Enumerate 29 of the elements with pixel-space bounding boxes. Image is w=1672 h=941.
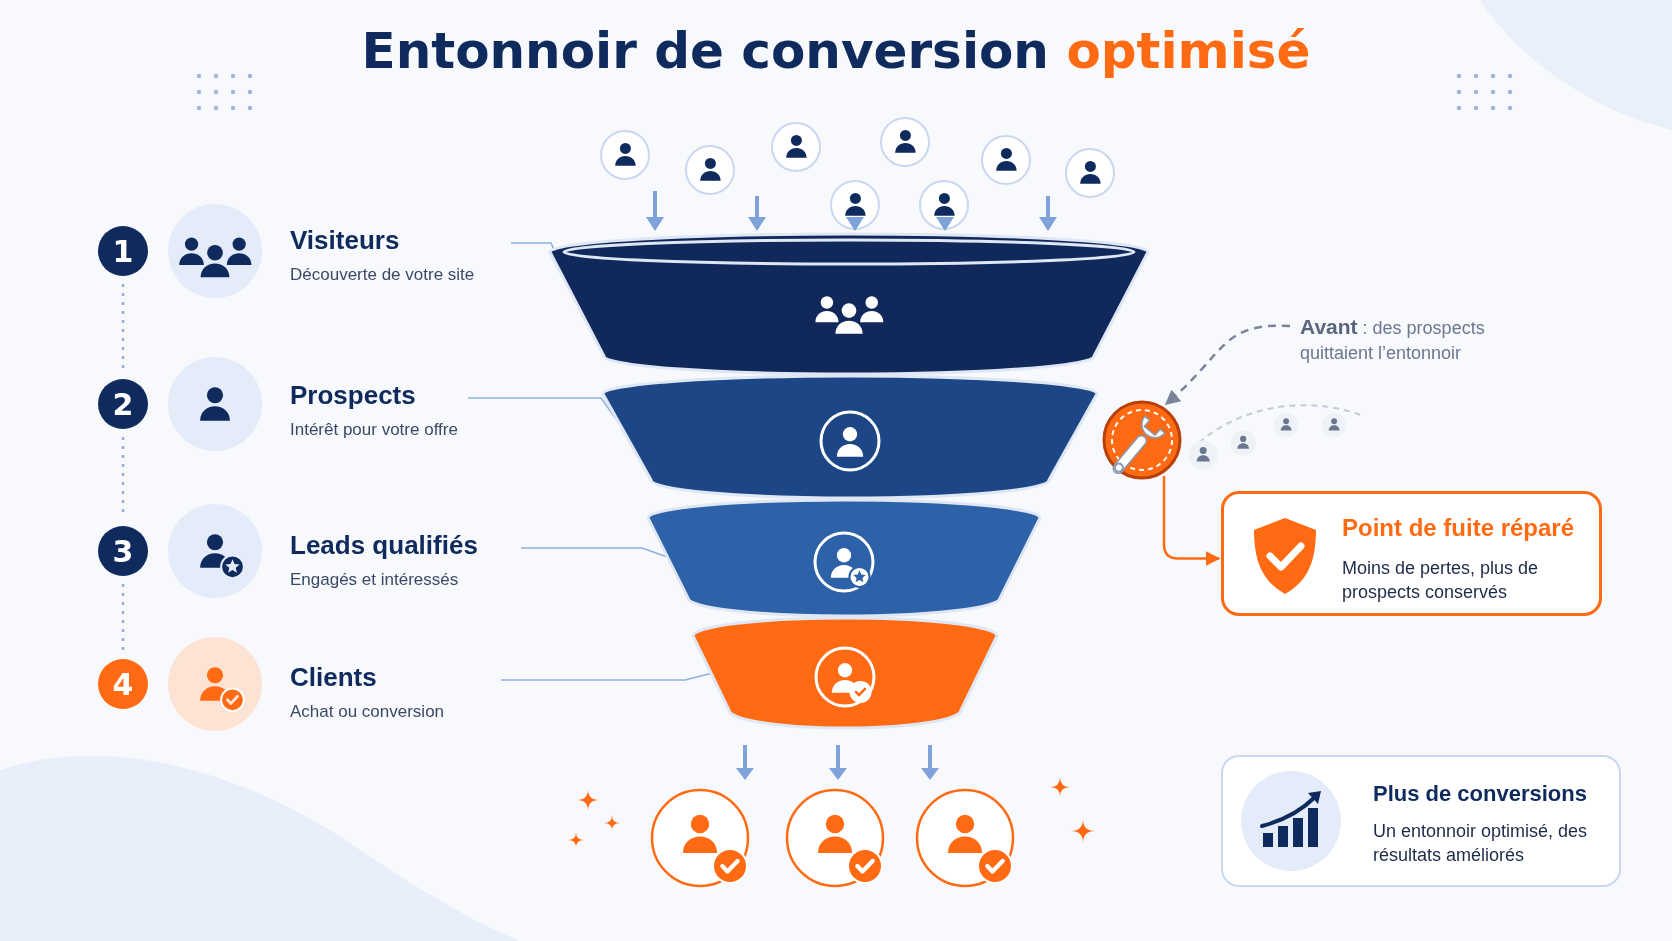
stage-description: Engagés et intéressés (290, 569, 460, 591)
stage-description: Intérêt pour votre offre (290, 419, 459, 441)
result-title: Plus de conversions (1373, 781, 1587, 807)
result-description: Un entonnoir optimisé, des résultats améliorés (1373, 820, 1589, 868)
stage-title: Prospects (290, 380, 417, 411)
step-number: 2 (98, 379, 148, 429)
title: Entonnoir de conversion optimisé (361, 22, 1311, 80)
stage-title: Visiteurs (290, 225, 401, 256)
stage-title: Leads qualifiés (290, 530, 479, 561)
funnel-band (648, 500, 1040, 616)
stage-description: Achat ou conversion (290, 701, 446, 723)
dotted-connector (121, 284, 125, 371)
funnel-band (693, 618, 997, 728)
step-number: 3 (98, 526, 148, 576)
alert-card (1221, 491, 1602, 616)
stage-description: Découverte de votre site (290, 264, 476, 286)
alert-description: Moins de pertes, plus de prospects conservés (1342, 557, 1540, 605)
alert-title: Point de fuite réparé (1342, 514, 1575, 542)
funnel-band (603, 376, 1097, 498)
step-number: 4 (98, 659, 148, 709)
arrow (1162, 476, 1221, 566)
result-card (1221, 755, 1621, 887)
dotted-connector (121, 584, 125, 651)
stage-title: Clients (290, 662, 378, 693)
funnel-band (550, 234, 1148, 374)
note-text: Avant : des prospects quittaient l’entonnoir (1300, 314, 1486, 366)
arrow (1164, 324, 1291, 405)
repair-patch (1102, 400, 1182, 480)
step-number: 1 (98, 226, 148, 276)
